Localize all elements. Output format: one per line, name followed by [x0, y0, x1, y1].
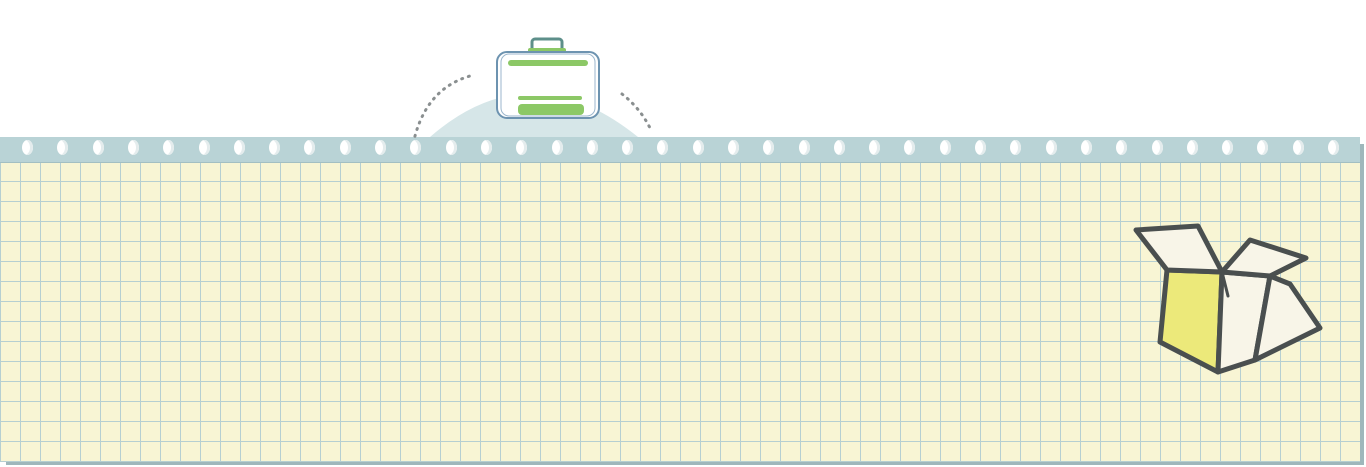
binding-hole	[587, 140, 598, 155]
binding-hole	[93, 140, 104, 155]
binding-hole	[234, 140, 245, 155]
binding-hole	[1010, 140, 1021, 155]
binding-hole	[340, 140, 351, 155]
binding-hole	[128, 140, 139, 155]
binding-hole	[163, 140, 174, 155]
binding-hole	[693, 140, 704, 155]
binding-hole	[975, 140, 986, 155]
binding-hole	[728, 140, 739, 155]
binding-hole	[657, 140, 668, 155]
binding-hole	[940, 140, 951, 155]
suitcase-icon	[496, 37, 600, 119]
binding-hole	[904, 140, 915, 155]
binding-hole	[481, 140, 492, 155]
binding-hole	[1152, 140, 1163, 155]
graph-paper-sheet	[0, 162, 1360, 462]
spiral-binding-strip	[0, 137, 1360, 163]
binding-hole	[1116, 140, 1127, 155]
binding-hole	[410, 140, 421, 155]
binding-hole	[1222, 140, 1233, 155]
binding-hole	[799, 140, 810, 155]
binding-hole	[516, 140, 527, 155]
binding-hole	[834, 140, 845, 155]
binding-hole	[1293, 140, 1304, 155]
binding-hole	[57, 140, 68, 155]
binding-hole	[22, 140, 33, 155]
binding-hole	[269, 140, 280, 155]
binding-hole	[869, 140, 880, 155]
open-box-icon	[1133, 223, 1323, 375]
binding-hole	[622, 140, 633, 155]
binding-hole	[1187, 140, 1198, 155]
binding-hole	[1081, 140, 1092, 155]
binding-hole	[446, 140, 457, 155]
binding-hole	[304, 140, 315, 155]
binding-hole	[1328, 140, 1339, 155]
binding-hole	[552, 140, 563, 155]
binding-hole	[1046, 140, 1057, 155]
binding-hole	[375, 140, 386, 155]
binding-hole	[763, 140, 774, 155]
binding-hole	[1257, 140, 1268, 155]
binding-hole	[199, 140, 210, 155]
